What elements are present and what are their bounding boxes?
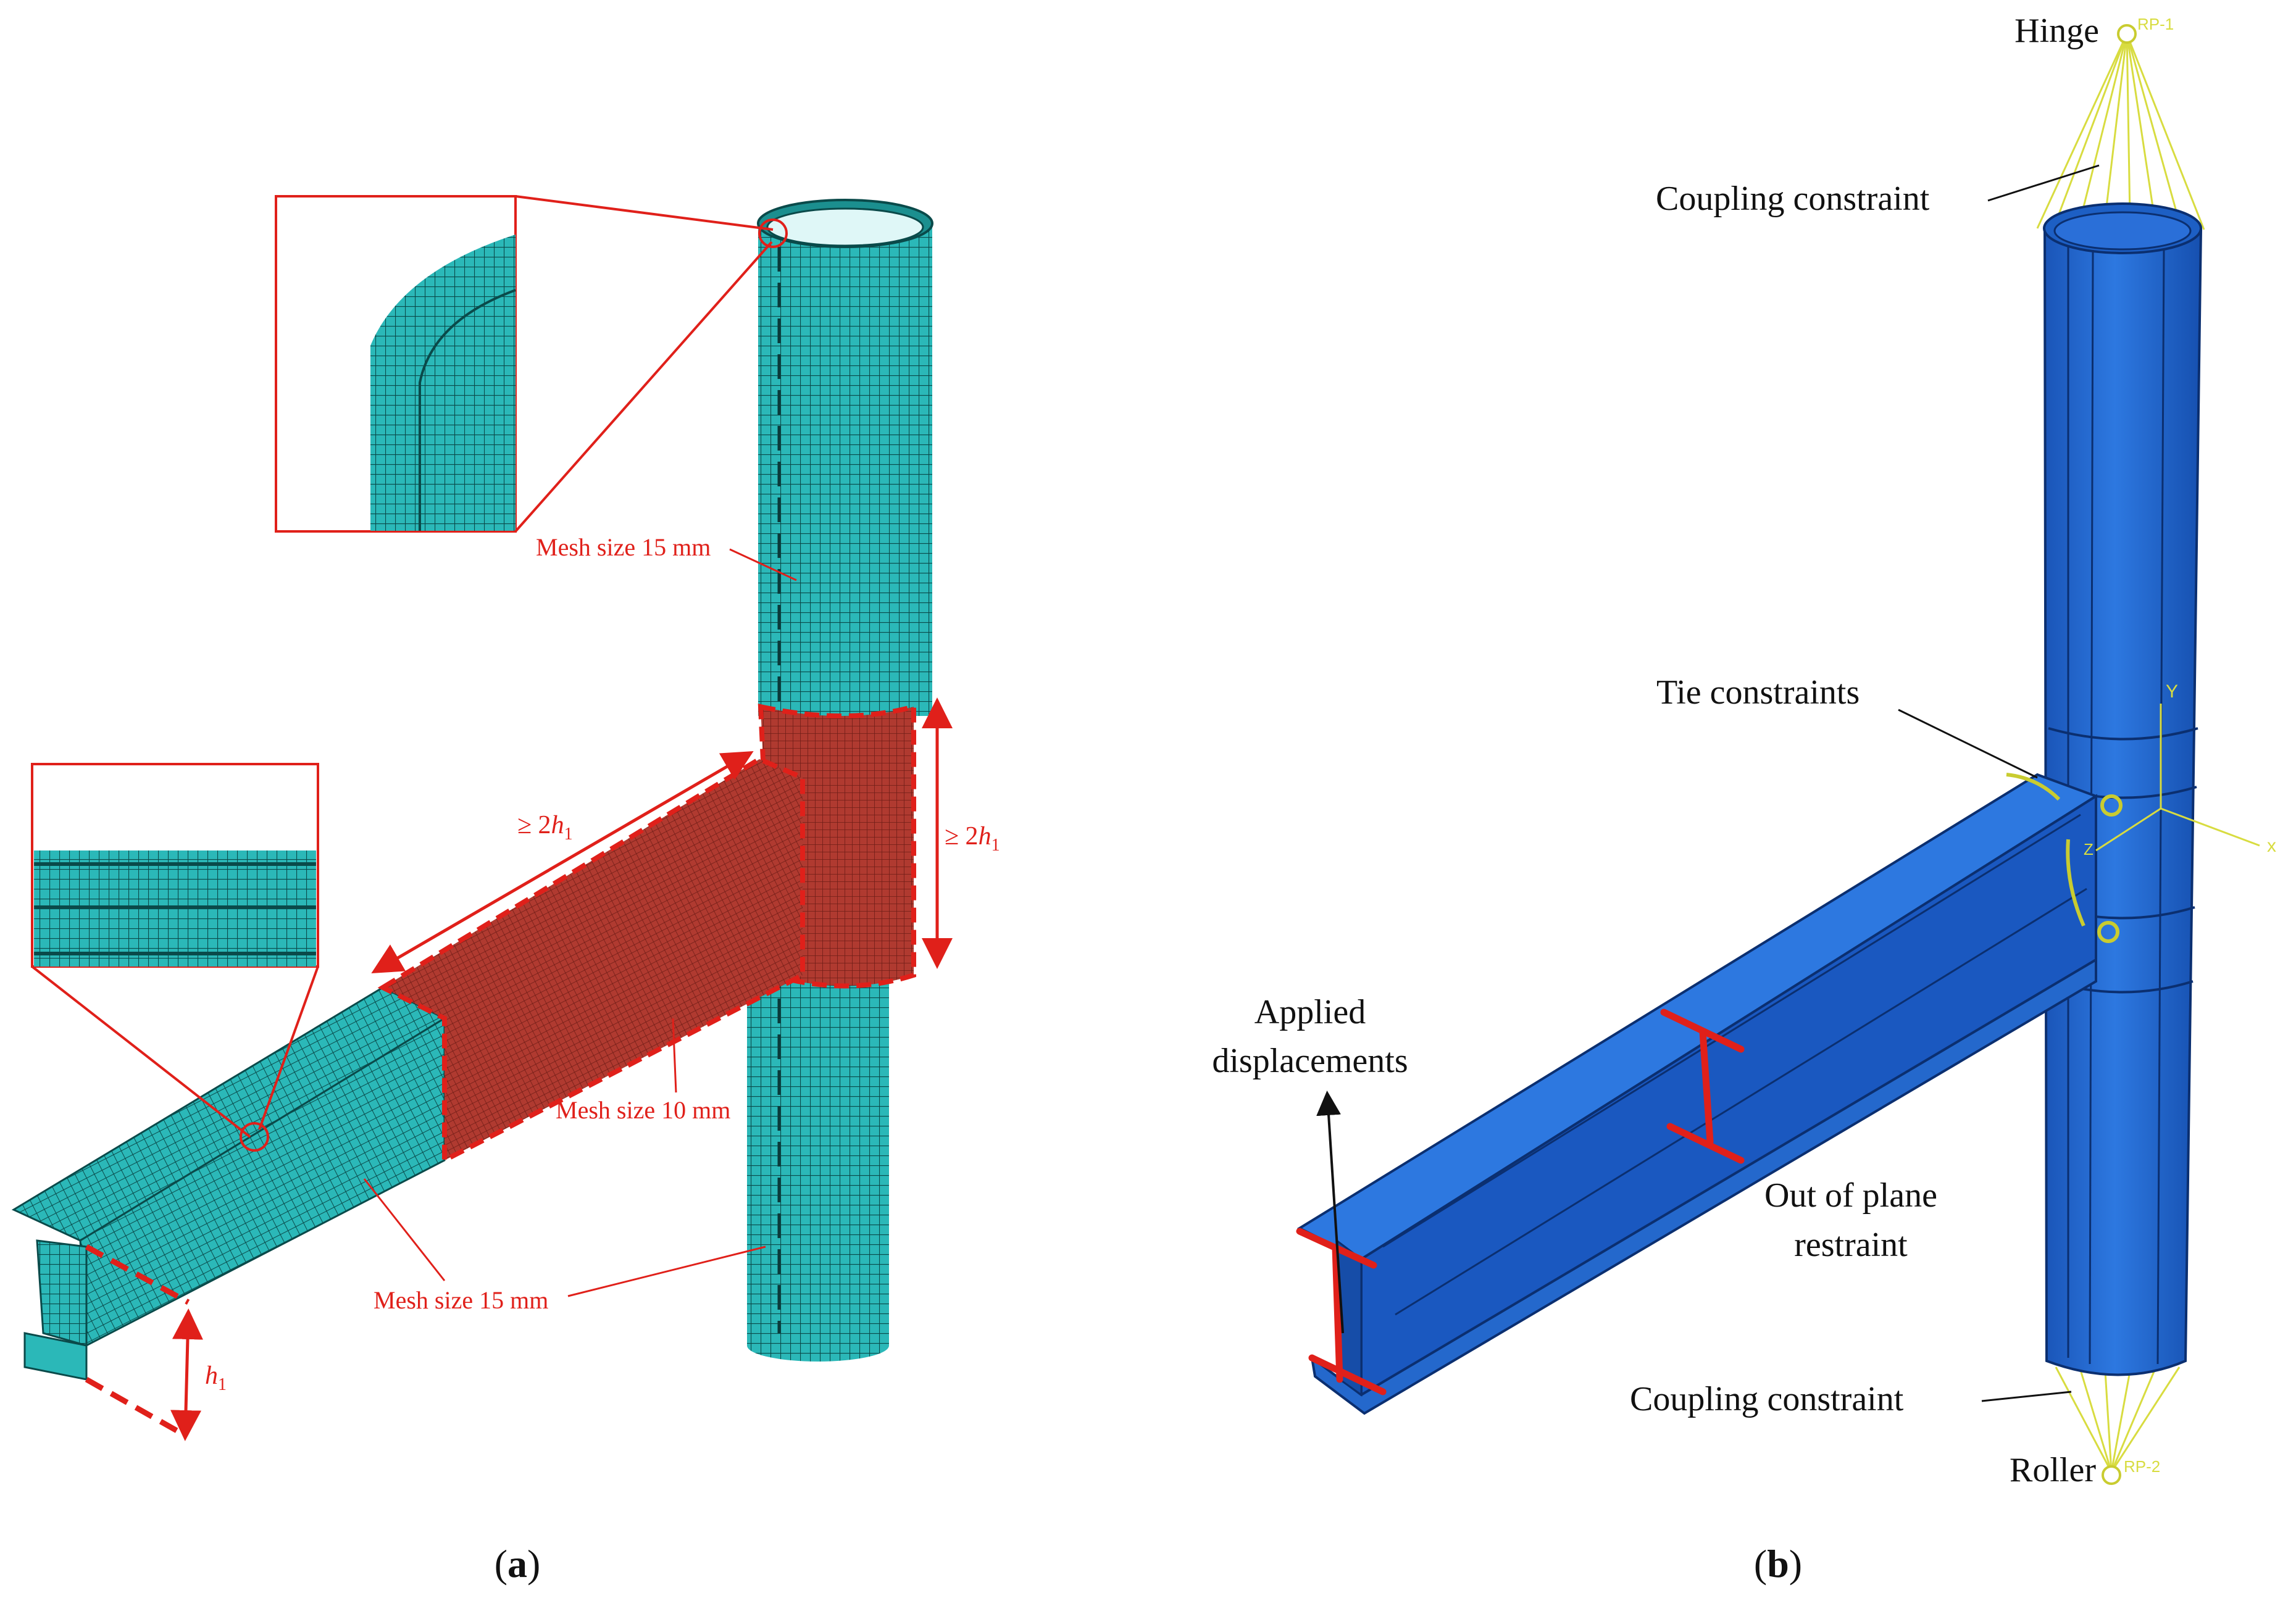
- label-mesh-beam-end: Mesh size 15 mm: [374, 1286, 548, 1314]
- axis-y-label: Y: [2166, 681, 2178, 702]
- out-of-plane-restraint-mark: [1660, 1008, 1745, 1164]
- dim-column-sub: 1: [991, 836, 1000, 855]
- label-tie: Tie constraints: [1656, 673, 1860, 712]
- dim-h1-dashed-bottom: [85, 1377, 181, 1434]
- h1-sub: 1: [218, 1375, 227, 1394]
- axis-triad: [2095, 704, 2260, 852]
- label-out-line2: restraint: [1794, 1226, 1908, 1264]
- leader-tie: [1898, 709, 2038, 779]
- label-rp1: RP-1: [2137, 15, 2174, 33]
- roller-point: [2102, 1465, 2121, 1485]
- dim-beam-prefix: ≥ 2: [517, 811, 551, 839]
- svg-text:≥ 2h1: ≥ 2h1: [517, 811, 573, 844]
- dim-arrow-h1: [170, 1308, 203, 1441]
- zoom-inset-column: [275, 195, 788, 533]
- label-h1: h1: [205, 1362, 227, 1394]
- dim-arrow-beam: [371, 751, 754, 974]
- leader-coupling-bottom: [1981, 1391, 2072, 1402]
- label-applied-line1: Applied: [1254, 993, 1366, 1031]
- leader-mesh-column: [729, 548, 797, 581]
- dim-column-prefix: ≥ 2: [945, 822, 979, 850]
- zoom-inset-beam: [31, 763, 319, 1152]
- leader-mesh-beam-end: [363, 1178, 446, 1281]
- leader-mesh-column-low: [567, 1245, 766, 1297]
- axis-x-label: x: [2267, 836, 2276, 856]
- tie-constraints-marks: [2006, 773, 2123, 943]
- hinge-point: [2117, 24, 2137, 44]
- label-roller: Roller: [2010, 1451, 2096, 1489]
- arrow-applied-displacements: [1316, 1091, 1344, 1334]
- label-dim-column: ≥ 2h1: [945, 822, 1000, 855]
- caption-b: (b): [1754, 1542, 1802, 1586]
- caption-b-letter: b: [1767, 1542, 1789, 1586]
- dim-h1-dashed-top: [85, 1244, 190, 1305]
- solid-beam: [1296, 773, 2099, 1415]
- caption-a: (a): [495, 1542, 541, 1586]
- label-mesh-column: Mesh size 15 mm: [536, 533, 711, 561]
- leader-mesh-beam-joint: [672, 1018, 677, 1093]
- label-coupling-bottom: Coupling constraint: [1630, 1380, 1904, 1418]
- dim-beam-sub: 1: [564, 825, 573, 844]
- panel-b: RP-1 RP-2: [1212, 12, 2276, 1586]
- label-dim-beam: ≥ 2h1: [517, 811, 573, 844]
- axis-z-label: Z: [2084, 840, 2094, 859]
- label-mesh-beam-joint: Mesh size 10 mm: [556, 1096, 730, 1124]
- label-rp2: RP-2: [2124, 1457, 2160, 1476]
- label-coupling-top: Coupling constraint: [1656, 180, 1930, 218]
- dim-beam-h: h: [551, 811, 564, 839]
- label-out-line1: Out of plane: [1764, 1176, 1937, 1215]
- svg-text:≥ 2h1: ≥ 2h1: [945, 822, 1000, 855]
- mesh-beam: [11, 986, 447, 1381]
- label-applied-line2: displacements: [1212, 1042, 1408, 1080]
- dim-column-h: h: [979, 822, 991, 850]
- coupling-fan-bottom: [2055, 1366, 2181, 1473]
- svg-text:h1: h1: [205, 1362, 227, 1394]
- label-hinge: Hinge: [2014, 12, 2099, 50]
- panel-a: Mesh size 15 mm Mesh size 10 mm Mesh siz…: [11, 195, 1000, 1586]
- mesh-column: [747, 199, 933, 1362]
- caption-a-letter: a: [507, 1542, 527, 1586]
- leader-coupling-top: [1987, 164, 2100, 202]
- coupling-fan-top: [2036, 33, 2205, 230]
- h1-symbol: h: [205, 1362, 218, 1390]
